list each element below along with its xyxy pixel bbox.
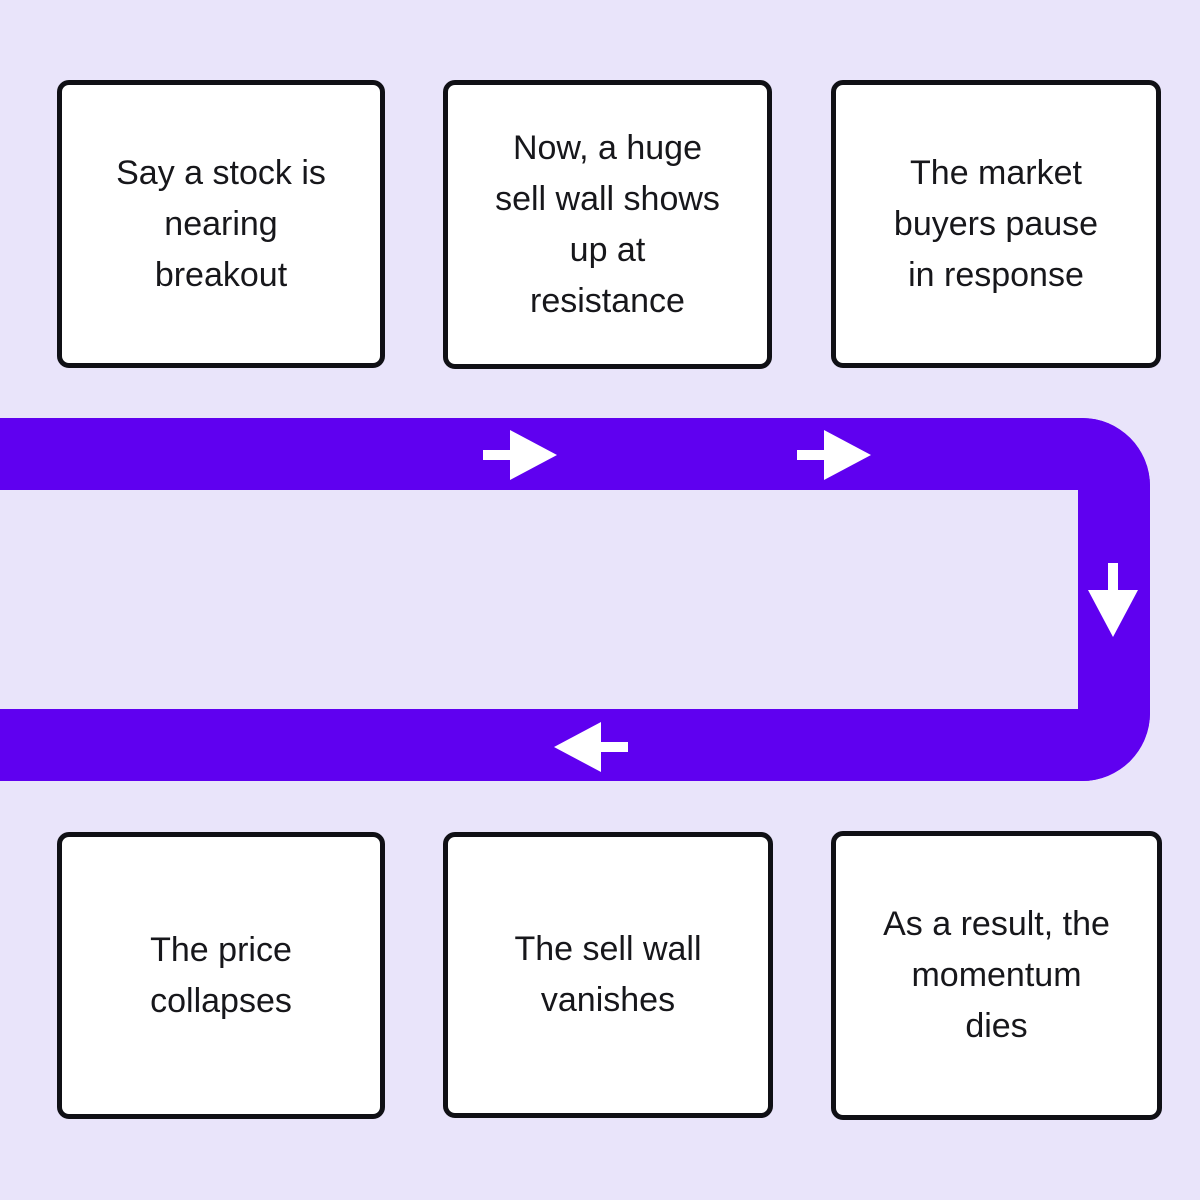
step-box-sell-wall-vanishes: The sell wall vanishes: [443, 832, 773, 1118]
right-arrow-icon: [483, 430, 557, 480]
step-box-buyers-pause: The market buyers pause in response: [831, 80, 1161, 368]
step-label: The sell wall vanishes: [514, 930, 702, 1019]
step-box-momentum-dies: As a result, the momentum dies: [831, 831, 1162, 1120]
down-arrow-icon: [1088, 563, 1138, 637]
step-label: Say a stock is nearing breakout: [116, 153, 326, 294]
step-box-sell-wall-appears: Now, a huge sell wall shows up at resist…: [443, 80, 772, 369]
step-label: Now, a huge sell wall shows up at resist…: [495, 128, 720, 320]
right-arrow-icon: [797, 430, 871, 480]
left-arrow-icon: [554, 722, 628, 772]
step-box-price-collapses: The price collapses: [57, 832, 385, 1119]
step-label: The market buyers pause in response: [893, 153, 1099, 294]
step-box-stock-nearing-breakout: Say a stock is nearing breakout: [57, 80, 385, 368]
step-label: As a result, the momentum dies: [883, 905, 1110, 1045]
step-label: The price collapses: [150, 930, 292, 1020]
